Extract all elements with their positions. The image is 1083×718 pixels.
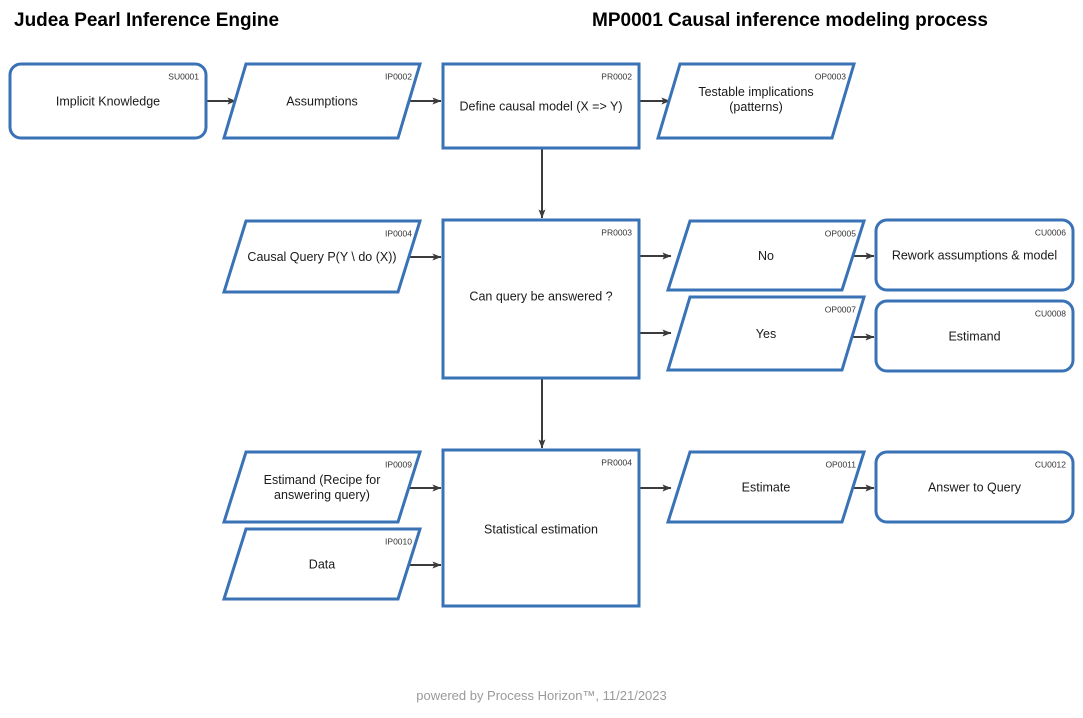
node-text-label: Implicit Knowledge bbox=[56, 94, 160, 108]
node-text-label: Statistical estimation bbox=[484, 522, 598, 536]
node-code-label: PR0002 bbox=[601, 71, 632, 81]
node-text-label: Define causal model (X => Y) bbox=[459, 99, 622, 113]
node-code-label: PR0004 bbox=[601, 457, 632, 467]
node-text-label: Data bbox=[309, 557, 335, 571]
node-text-label: (patterns) bbox=[729, 100, 783, 114]
node-text-label: Assumptions bbox=[286, 94, 358, 108]
node-text-label: Can query be answered ? bbox=[469, 289, 612, 303]
node-code-label: OP0005 bbox=[825, 228, 856, 238]
node-text-label: Estimate bbox=[742, 480, 791, 494]
shape-parallelogram bbox=[655, 62, 857, 140]
shape-rect bbox=[441, 218, 641, 380]
page-title-left: Judea Pearl Inference Engine bbox=[14, 10, 280, 31]
shape-parallelogram bbox=[221, 527, 423, 601]
shape-parallelogram bbox=[665, 219, 867, 292]
shape-parallelogram bbox=[665, 295, 867, 372]
node-text-label: Answer to Query bbox=[928, 480, 1022, 494]
node-text-label: No bbox=[758, 249, 774, 263]
shape-parallelogram bbox=[221, 62, 423, 140]
node-code-label: CU0006 bbox=[1035, 227, 1066, 237]
node-code-label: CU0012 bbox=[1035, 459, 1066, 469]
node-text-label: Testable implications bbox=[698, 85, 813, 99]
footer-credit: powered by Process Horizon™, 11/21/2023 bbox=[416, 688, 667, 703]
shape-rounded-rect bbox=[874, 299, 1075, 373]
node-text-label: Estimand (Recipe for bbox=[264, 473, 381, 487]
shape-rounded-rect bbox=[8, 62, 208, 140]
shape-rounded-rect bbox=[874, 450, 1075, 524]
node-code-label: IP0004 bbox=[385, 228, 412, 238]
shape-rect bbox=[441, 62, 641, 150]
node-text-label: Yes bbox=[756, 327, 776, 341]
node-text-label: Causal Query P(Y \ do (X)) bbox=[247, 250, 396, 264]
node-code-label: SU0001 bbox=[168, 71, 199, 81]
shape-parallelogram bbox=[221, 450, 423, 524]
shape-rect bbox=[441, 448, 641, 608]
shape-parallelogram bbox=[221, 219, 423, 294]
node-code-label: PR0003 bbox=[601, 227, 632, 237]
page-title-right: MP0001 Causal inference modeling process bbox=[592, 10, 988, 31]
node-code-label: IP0010 bbox=[385, 536, 412, 546]
node-code-label: CU0008 bbox=[1035, 308, 1066, 318]
node-text-label: answering query) bbox=[274, 488, 370, 502]
node-code-label: IP0009 bbox=[385, 459, 412, 469]
node-text-label: Rework assumptions & model bbox=[892, 248, 1057, 262]
shape-parallelogram bbox=[665, 450, 867, 524]
node-text-label: Estimand bbox=[948, 329, 1000, 343]
shape-rounded-rect bbox=[874, 218, 1075, 292]
node-code-label: OP0011 bbox=[825, 459, 856, 469]
node-code-label: IP0002 bbox=[385, 71, 412, 81]
node-code-label: OP0003 bbox=[815, 71, 846, 81]
node-code-label: OP0007 bbox=[825, 304, 856, 314]
